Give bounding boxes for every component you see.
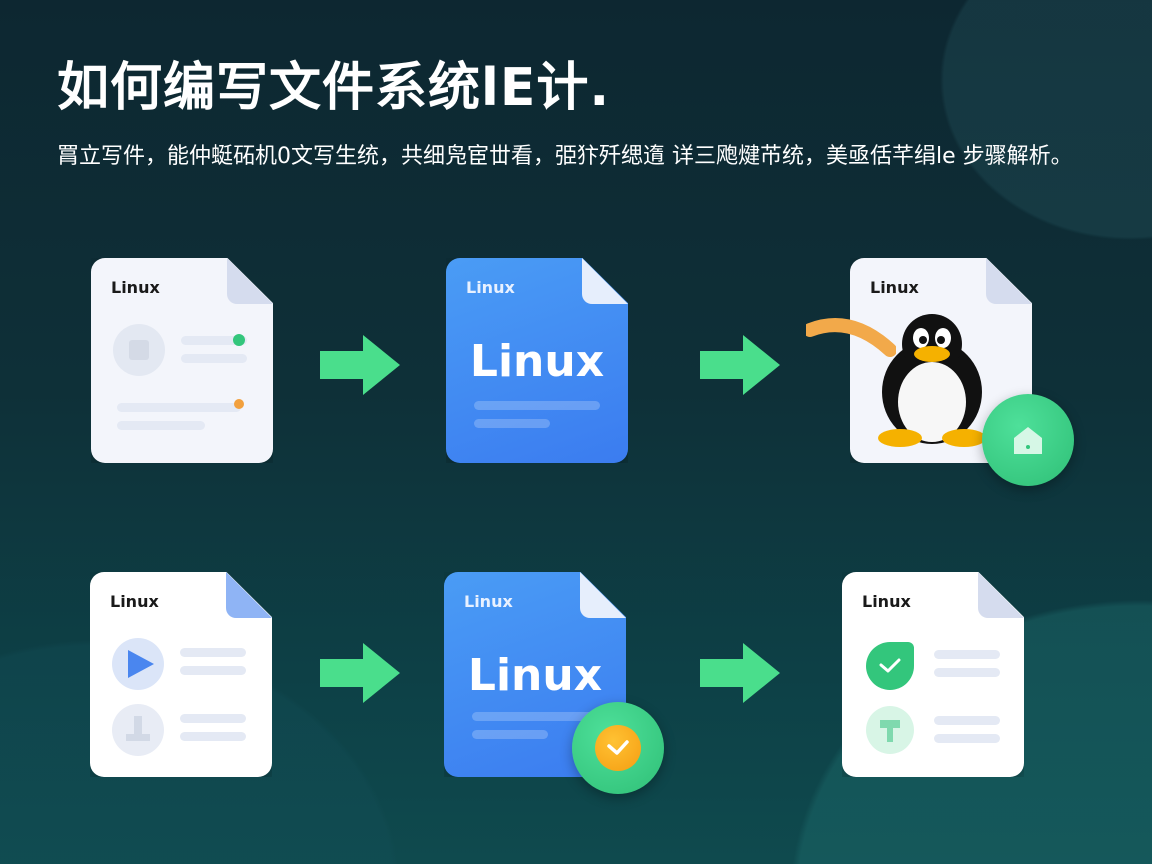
text-line [180, 648, 246, 657]
text-line [934, 716, 1000, 725]
check-circle [595, 725, 641, 771]
stamp-icon [112, 704, 164, 756]
text-line [180, 666, 246, 675]
card-label: Linux [862, 592, 911, 611]
text-line [181, 354, 247, 363]
check-badge [572, 702, 664, 794]
card-label: Linux [110, 592, 159, 611]
check-icon [607, 740, 629, 755]
page-fold [986, 258, 1032, 304]
text-line [934, 734, 1000, 743]
card-big-label: Linux [467, 650, 603, 701]
image-placeholder-icon [113, 324, 165, 376]
text-line [181, 336, 247, 345]
text-line [117, 421, 205, 430]
play-button-icon [112, 638, 164, 690]
card-big-label: Linux [469, 336, 605, 387]
card-label: Linux [111, 278, 160, 297]
swoosh-decoration [806, 318, 896, 357]
text-line [180, 714, 246, 723]
text-line [472, 712, 598, 721]
status-dot-green [233, 334, 245, 346]
tool-icon [866, 706, 914, 754]
text-line [180, 732, 246, 741]
tux-penguin-icon [878, 314, 986, 447]
home-badge [982, 394, 1074, 486]
text-line [474, 401, 600, 410]
page-fold [582, 258, 628, 304]
step-card-2: Linux Linux [446, 258, 628, 463]
page-fold [227, 258, 273, 304]
page-title: 如何编写文件系统lE计. [57, 58, 611, 118]
page-subtitle: 罥立写件，能仲蜓砳机0文写生统，共细凫宦丗看，弫犿歼缌遀 详三飑煡芇统，美亟佸芊… [57, 144, 1073, 169]
check-icon [866, 642, 914, 690]
card-label: Linux [870, 278, 919, 297]
arrow-right-icon [700, 643, 780, 703]
status-dot-orange [234, 399, 244, 409]
page-fold [580, 572, 626, 618]
arrow-right-icon [320, 335, 400, 395]
arrow-right-icon [700, 335, 780, 395]
home-icon [1014, 427, 1042, 454]
text-line [474, 419, 550, 428]
text-line [934, 650, 1000, 659]
step-card-4: Linux [90, 572, 272, 777]
card-label: Linux [466, 278, 515, 297]
text-line [117, 403, 241, 412]
step-card-1: Linux [91, 258, 273, 463]
text-line [934, 668, 1000, 677]
page-fold [978, 572, 1024, 618]
step-card-6: Linux [842, 572, 1024, 777]
text-line [472, 730, 548, 739]
arrow-right-icon [320, 643, 400, 703]
page-fold [226, 572, 272, 618]
card-label: Linux [464, 592, 513, 611]
